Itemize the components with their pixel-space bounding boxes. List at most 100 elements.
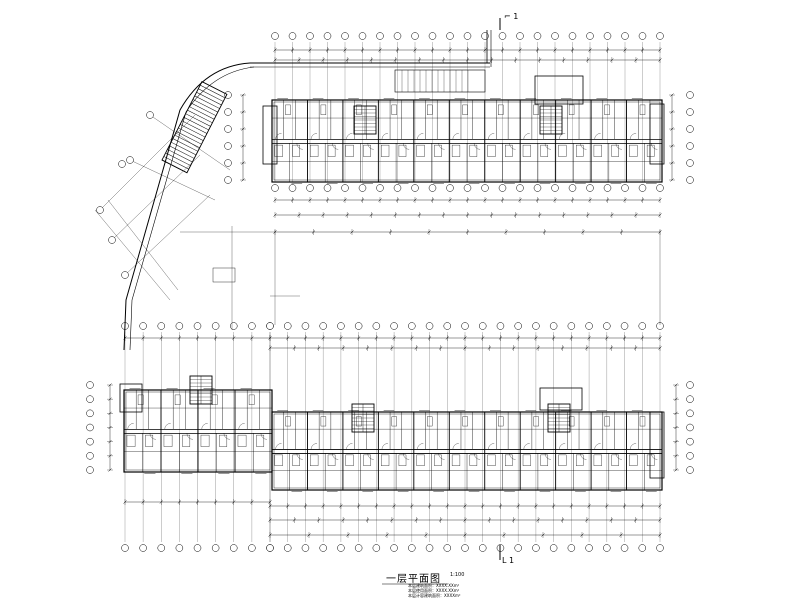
diagonal-dim <box>94 209 171 301</box>
section-mark-top: ⌐ 1 <box>504 12 519 21</box>
lower-block-fixture <box>604 416 610 427</box>
lower-block-door-swing <box>332 453 339 460</box>
lower-block-door-swing <box>417 443 424 450</box>
lower-block-fixture <box>327 454 336 466</box>
left-block-fixture <box>219 434 228 447</box>
upper-axis-bubble <box>393 32 402 40</box>
upper-block-door-swing <box>417 133 424 140</box>
area-note-3: 本层计容建筑面积：XXXXm² <box>408 593 461 598</box>
lower-block-fixture <box>398 454 407 466</box>
upper-block-fixture <box>568 104 575 115</box>
lower-block-fixture <box>391 416 397 427</box>
upper-axis-bubble <box>481 184 489 192</box>
upper-axis-bubble <box>533 32 542 40</box>
lower-axis-bubble <box>549 322 558 330</box>
left-axis-bubble <box>230 544 238 552</box>
left-block-fixture <box>145 434 154 447</box>
lower-row-axis-bubble <box>686 409 694 418</box>
upper-axis-bubble <box>551 32 559 40</box>
lower-axis-bubble <box>443 322 452 330</box>
upper-axis-bubble <box>446 184 454 192</box>
left-axis-bubble <box>175 544 184 552</box>
upper-row-axis-bubble <box>224 125 232 133</box>
upper-block-fixture <box>639 104 646 115</box>
upper-stair-head <box>534 75 584 105</box>
upper-block-door-swing <box>381 133 388 140</box>
diagonal-axis-bubble <box>146 111 154 119</box>
lower-row-axis-bubble <box>86 423 94 432</box>
courtyard-label-box <box>212 267 236 283</box>
left-block-fixture <box>237 434 247 447</box>
lower-block-fixture <box>639 416 646 427</box>
lower-end-wall <box>649 411 665 479</box>
left-axis-bubble <box>139 544 147 552</box>
left-block-door-swing <box>186 433 193 440</box>
upper-row-axis-bubble <box>686 176 694 184</box>
ramp-tread <box>167 149 193 163</box>
lower-block-door-swing <box>629 443 637 450</box>
lower-block-fixture <box>522 454 531 466</box>
lower-row-axis-bubble <box>686 395 694 403</box>
ramp-tread <box>176 131 202 145</box>
ramp-outline <box>161 80 228 174</box>
lower-axis-bubble <box>390 322 398 330</box>
area-note-2: 本层使用面积：XXXX.XXm² <box>408 588 460 593</box>
left-block-door-swing <box>238 423 245 430</box>
upper-axis-bubble <box>656 184 664 192</box>
diagonal-axis <box>149 114 231 171</box>
lower-block-fixture <box>646 454 655 466</box>
upper-axis-bubble <box>446 32 454 40</box>
diagonal-axis-bubble <box>118 160 126 168</box>
lower-row-axis-bubble <box>686 466 694 474</box>
lower-block-door-swing <box>544 453 552 460</box>
lower-block-fixture <box>345 454 354 466</box>
lower-axis-bubble <box>603 322 611 330</box>
lower-block-fixture <box>381 454 390 466</box>
diagonal-axis-bubble <box>96 206 104 214</box>
left-block-fixture <box>137 394 144 405</box>
ramp-tread <box>172 138 198 152</box>
lower-block-door-swing <box>580 453 587 460</box>
lower-row-axis-bubble <box>86 437 94 446</box>
lower-block-fixture <box>469 454 478 466</box>
ramp-tread <box>169 145 195 159</box>
upper-axis-bubble <box>271 32 279 40</box>
lower-axis-bubble <box>461 544 469 552</box>
lower-block-fixture <box>611 454 619 466</box>
lower-axis-bubble <box>337 322 345 330</box>
lower-row-axis-bubble <box>686 381 694 389</box>
lower-block-fixture <box>451 454 461 466</box>
upper-block-door-swing <box>629 133 637 140</box>
upper-axis-bubble <box>358 32 367 40</box>
ramp-tread <box>178 127 204 141</box>
lower-block-fixture <box>285 416 291 427</box>
upper-axis-bubble <box>323 184 332 192</box>
ramp-tread <box>174 134 200 148</box>
upper-block-fixture <box>611 144 619 157</box>
upper-row-axis-bubble <box>686 159 694 167</box>
upper-block-door-swing <box>473 143 481 150</box>
upper-axis-bubble <box>306 32 314 40</box>
lower-block-fixture <box>416 454 425 466</box>
lower-axis-bubble <box>408 544 416 552</box>
lower-axis-bubble <box>638 544 647 552</box>
upper-block-fixture <box>629 144 638 157</box>
upper-block-door-swing <box>296 143 303 150</box>
left-axis-bubble <box>175 322 184 330</box>
lower-block-door-swing <box>523 443 530 450</box>
left-block-door-swing <box>223 433 230 440</box>
upper-axis-bubble <box>341 32 349 40</box>
lower-block-door-swing <box>559 443 566 450</box>
lower-axis-bubble <box>478 322 487 330</box>
left-block-door-swing <box>201 423 208 430</box>
left-axis-bubble <box>193 322 202 330</box>
upper-axis-bubble <box>463 184 472 192</box>
lower-axis-bubble <box>638 322 647 330</box>
upper-block-door-swing <box>438 143 445 150</box>
lower-block-fixture <box>292 454 300 466</box>
lower-block-fixture <box>558 454 567 466</box>
lower-block-fixture <box>320 416 327 427</box>
left-axis-bubble <box>211 544 220 552</box>
lower-block-door-swing <box>310 443 318 450</box>
